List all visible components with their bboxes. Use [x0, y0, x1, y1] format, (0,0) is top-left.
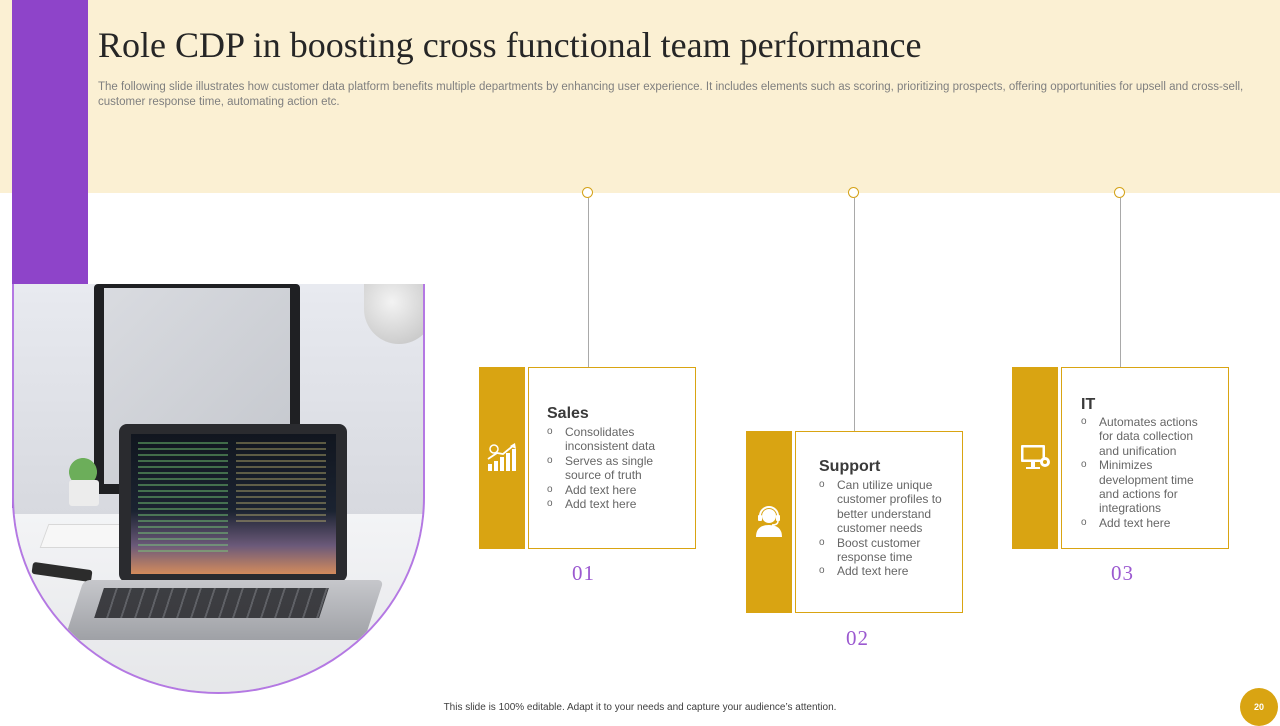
- card-box: Support Can utilize unique customer prof…: [795, 431, 963, 613]
- card-box: IT Automates actions for data collection…: [1061, 367, 1229, 549]
- footer-note: This slide is 100% editable. Adapt it to…: [0, 702, 1280, 713]
- code-lines: [138, 442, 228, 552]
- connector-dot: [582, 187, 593, 198]
- connector-dot: [848, 187, 859, 198]
- list-item: Add text here: [1081, 516, 1211, 531]
- list-item: Serves as single source of truth: [547, 454, 682, 483]
- card-tab: [746, 431, 792, 613]
- card-it: IT Automates actions for data collection…: [1012, 367, 1229, 549]
- card-tab: [479, 367, 525, 549]
- connector-line: [854, 198, 855, 431]
- connector-dot: [1114, 187, 1125, 198]
- laptop-keys: [94, 588, 329, 618]
- card-bullets: Automates actions for data collection an…: [1081, 415, 1211, 531]
- footer-text: This slide is 100% editable. Adapt it to…: [443, 702, 837, 713]
- step-number: 02: [846, 626, 869, 650]
- card-sales: Sales Consolidates inconsistent data Ser…: [479, 367, 696, 549]
- slide-subtitle: The following slide illustrates how cust…: [98, 81, 1244, 108]
- card-bullets: Can utilize unique customer profiles to …: [819, 478, 949, 579]
- list-item: Automates actions for data collection an…: [1081, 415, 1211, 458]
- card-box: Sales Consolidates inconsistent data Ser…: [528, 367, 696, 549]
- list-item: Add text here: [547, 497, 682, 512]
- page-number-badge: 20: [1240, 688, 1278, 726]
- step-number: 01: [572, 561, 595, 585]
- code-lines: [236, 442, 326, 522]
- list-item: Add text here: [819, 564, 949, 579]
- list-item: Can utilize unique customer profiles to …: [819, 478, 949, 536]
- desk-lamp: [364, 284, 423, 344]
- card-title: IT: [1081, 396, 1096, 413]
- connector-line: [588, 198, 589, 367]
- laptop-screen: [131, 434, 336, 574]
- card-bullets: Consolidates inconsistent data Serves as…: [547, 425, 682, 512]
- step-number: 03: [1111, 561, 1134, 585]
- card-title: Support: [819, 458, 881, 475]
- plant-pot: [69, 480, 99, 506]
- headset-support-icon: [756, 506, 782, 537]
- list-item: Add text here: [547, 483, 682, 498]
- card-title: Sales: [547, 405, 589, 422]
- card-tab: [1012, 367, 1058, 549]
- laptop-photo: [12, 284, 425, 694]
- list-item: Minimizes development time and actions f…: [1081, 458, 1211, 516]
- list-item: Consolidates inconsistent data: [547, 425, 682, 454]
- header-band: [0, 0, 1280, 193]
- slide-title: Role CDP in boosting cross functional te…: [98, 25, 922, 65]
- card-support: Support Can utilize unique customer prof…: [746, 431, 963, 613]
- list-item: Boost customer response time: [819, 536, 949, 565]
- connector-line: [1120, 198, 1121, 367]
- growth-chart-icon: [487, 443, 516, 471]
- computer-gear-icon: [1021, 445, 1050, 469]
